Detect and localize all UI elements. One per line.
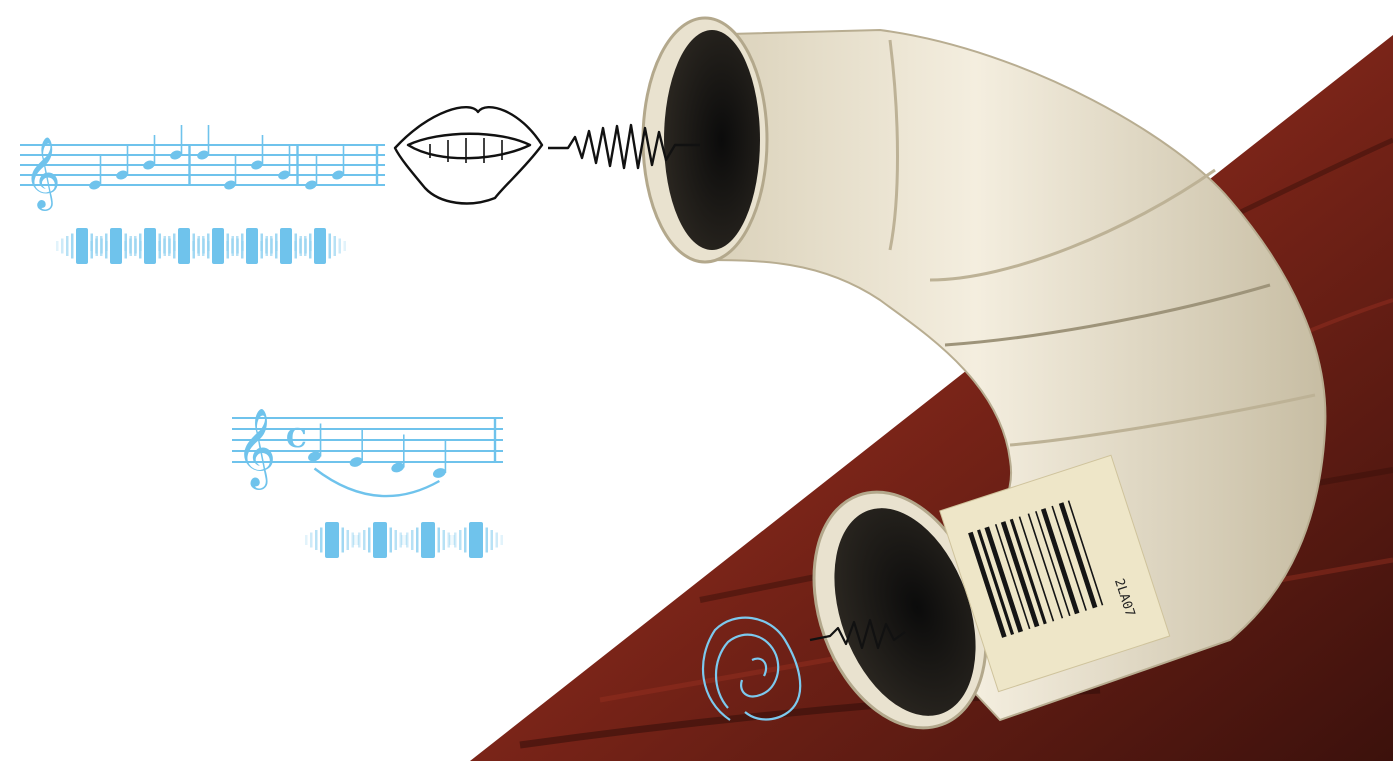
waveform-pulse <box>246 228 258 264</box>
waveform-tail <box>416 528 419 553</box>
waveform-pulse <box>280 228 292 264</box>
waveform-pulse <box>469 522 483 558</box>
waveform-pulse <box>373 522 387 558</box>
waveform-tail <box>411 530 414 550</box>
waveform-tail <box>124 241 127 251</box>
waveform-tail <box>202 236 205 256</box>
waveform-tail <box>71 234 74 259</box>
waveform-pulse <box>178 228 190 264</box>
waveform-tail <box>270 236 273 256</box>
treble-clef-icon: 𝄞 <box>236 408 276 490</box>
waveform-tail <box>265 239 268 254</box>
waveform-tail <box>105 234 108 259</box>
waveform-pulse <box>314 228 326 264</box>
waveform-tail <box>464 528 467 553</box>
waveform-tail <box>241 234 244 259</box>
waveform-tail <box>305 535 308 545</box>
waveform-tail <box>299 239 302 254</box>
waveform-tail <box>231 239 234 254</box>
waveform-tail <box>358 533 361 548</box>
waveform-tail <box>363 530 366 550</box>
waveform-tail <box>320 528 323 553</box>
waveform-tail <box>347 530 350 550</box>
time-signature: C <box>286 424 307 454</box>
waveform-tail <box>129 239 132 254</box>
waveform-tail <box>61 239 64 254</box>
waveform-tail <box>496 533 499 548</box>
waveform-tail <box>329 234 332 259</box>
waveform-pulse <box>421 522 435 558</box>
waveform-tail <box>139 234 142 259</box>
waveform-tail <box>368 528 371 553</box>
waveform-tail <box>304 236 307 256</box>
music-staff-bottom: 𝄞 <box>232 408 503 496</box>
waveform-tail <box>491 530 494 550</box>
waveform-tail <box>339 239 342 254</box>
waveform-pulse <box>110 228 122 264</box>
waveform-tail <box>344 241 347 251</box>
waveform-tail <box>95 239 98 254</box>
waveform-tail <box>449 535 452 545</box>
waveform-tail <box>100 236 103 256</box>
waveform-tail <box>454 533 457 548</box>
waveform-tail <box>309 234 312 259</box>
waveform-tail <box>275 234 278 259</box>
waveform-tail <box>486 528 489 553</box>
slur <box>315 469 440 497</box>
treble-clef-icon: 𝄞 <box>24 135 61 211</box>
waveform-tail <box>134 236 137 256</box>
waveform-tail <box>390 528 393 553</box>
waveform-tail <box>395 530 398 550</box>
waveform-tail <box>56 241 59 251</box>
waveform-tail <box>342 528 345 553</box>
sound-waveform-top <box>56 228 346 264</box>
waveform-pulse <box>76 228 88 264</box>
waveform-tail <box>90 241 93 251</box>
mouth-icon <box>395 107 542 203</box>
waveform-tail <box>192 241 195 251</box>
waveform-tail <box>443 530 446 550</box>
waveform-tail <box>334 236 337 256</box>
waveform-tail <box>401 535 404 545</box>
waveform-tail <box>438 528 441 553</box>
waveform-pulse <box>212 228 224 264</box>
waveform-tail <box>168 236 171 256</box>
waveform-tail <box>207 234 210 259</box>
waveform-tail <box>236 236 239 256</box>
waveform-tail <box>197 239 200 254</box>
sound-waveform-bottom <box>305 522 503 558</box>
waveform-tail <box>501 535 504 545</box>
waveform-pulse <box>325 522 339 558</box>
waveform-tail <box>315 530 318 550</box>
waveform-tail <box>163 239 166 254</box>
waveform-tail <box>173 234 176 259</box>
waveform-tail <box>66 236 69 256</box>
music-staff-top: 𝄞 <box>20 125 385 211</box>
waveform-tail <box>406 533 409 548</box>
waveform-tail <box>260 241 263 251</box>
waveform-tail <box>353 535 356 545</box>
waveform-tail <box>459 530 462 550</box>
waveform-tail <box>294 241 297 251</box>
waveform-tail <box>310 533 313 548</box>
waveform-pulse <box>144 228 156 264</box>
waveform-tail <box>158 241 161 251</box>
waveform-tail <box>226 241 229 251</box>
pipe-top-opening <box>664 30 760 250</box>
